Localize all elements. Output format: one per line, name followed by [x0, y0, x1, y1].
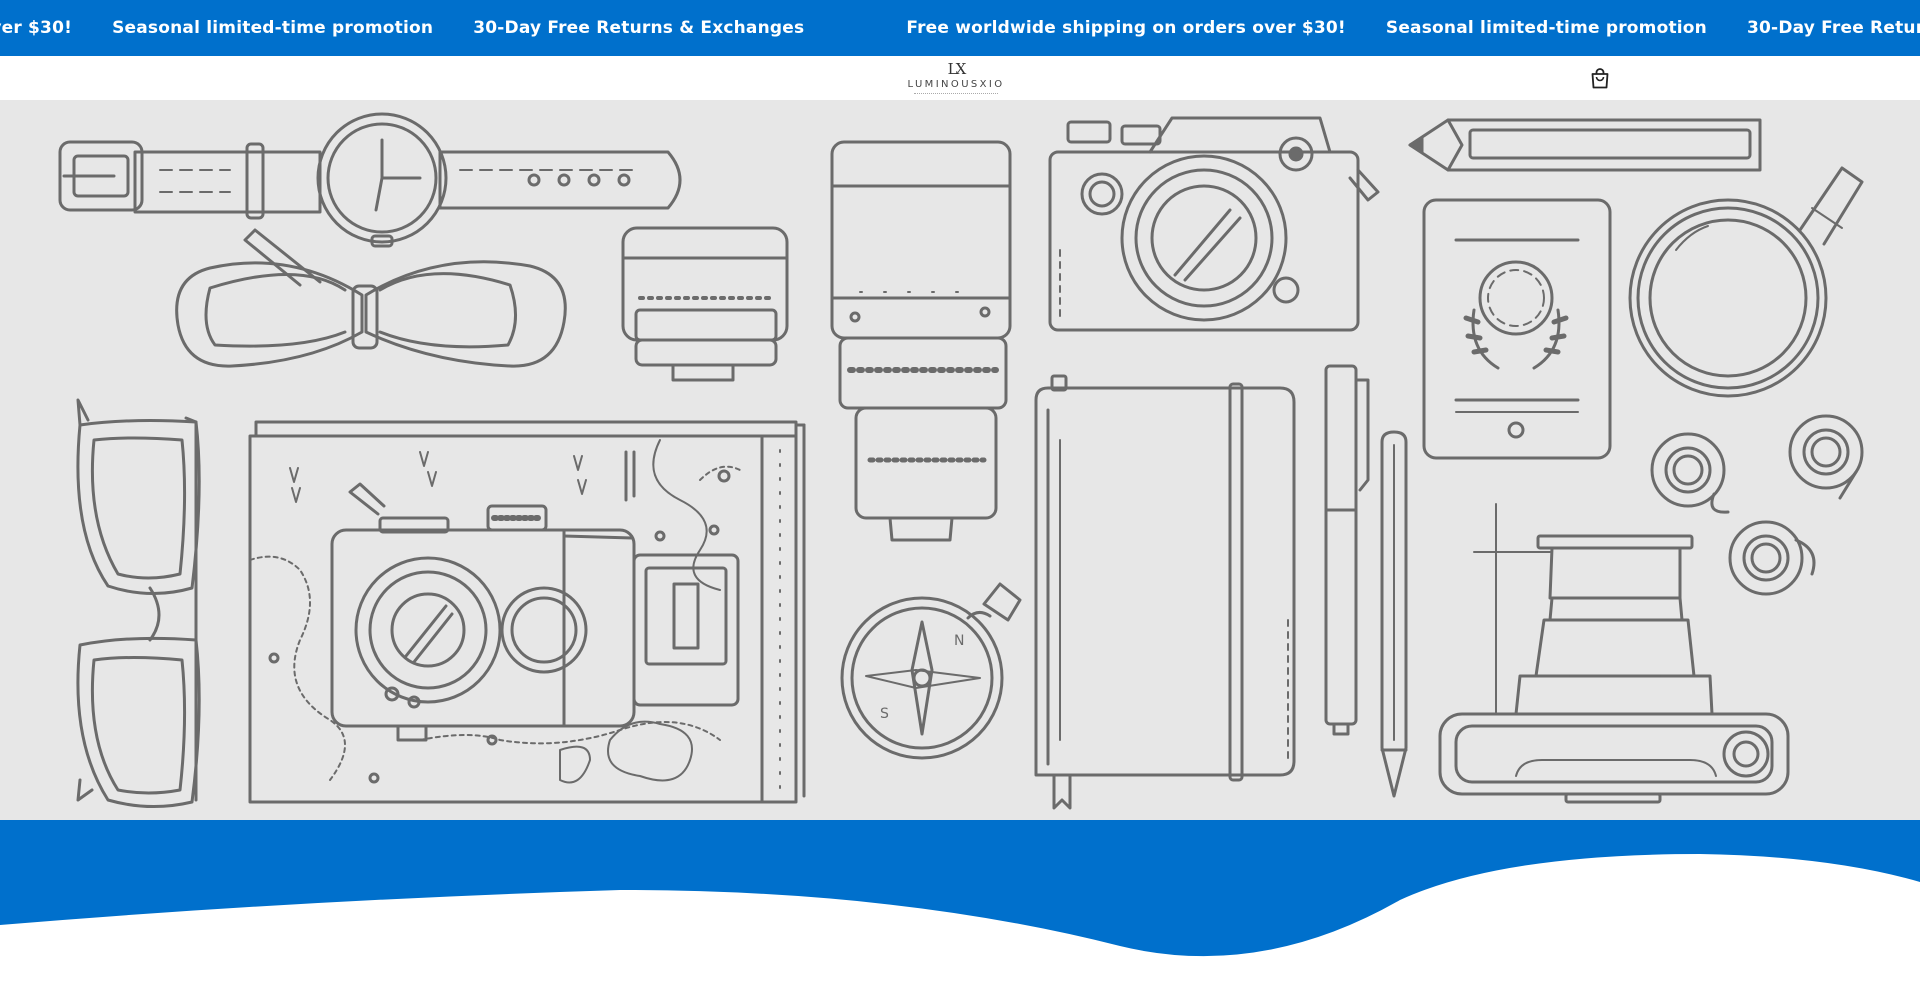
sunglasses-icon	[76, 398, 201, 808]
pencil-icon	[1408, 118, 1762, 172]
announcement-message: Seasonal limited-time promotion	[112, 18, 434, 38]
announcement-track: s over $30! Seasonal limited-time promot…	[0, 0, 1920, 56]
pen-icon	[1324, 364, 1370, 736]
svg-text:N: N	[954, 633, 964, 649]
logo-tagline-rule	[914, 93, 998, 95]
twin-lens-camera-icon	[330, 482, 740, 742]
magnifying-glass-icon	[1628, 166, 1864, 398]
announcement-bar: s over $30! Seasonal limited-time promot…	[0, 0, 1920, 56]
announcement-message: Free worldwide shipping on orders over $…	[906, 18, 1346, 38]
shopping-bag-icon	[1591, 68, 1609, 89]
announcement-message: 30-Day Free Returns & Exchanges	[473, 18, 805, 38]
cart-button[interactable]	[1588, 66, 1612, 90]
zoom-lens-icon	[830, 140, 1012, 542]
announcement-message: 30-Day Free Returns & Exchanges	[1747, 18, 1920, 38]
compass-icon: N S	[840, 582, 1022, 760]
site-header	[0, 56, 1920, 100]
instant-camera-icon	[1438, 503, 1790, 804]
map-icon	[248, 420, 806, 804]
site-logo[interactable]: LX LUMINOUSXIO	[906, 62, 1006, 98]
lens-cap-icon	[621, 226, 789, 382]
passport-icon	[1422, 198, 1612, 460]
hero-banner: N S	[0, 100, 1920, 820]
announcement-message: Seasonal limited-time promotion	[1385, 18, 1707, 38]
hero-illustration: N S	[58, 112, 1864, 810]
logo-mark: LX	[947, 60, 967, 78]
pencil-vertical-icon	[1380, 430, 1408, 798]
watch-icon	[58, 112, 682, 248]
logo-wordmark: LUMINOUSXIO	[907, 79, 1005, 90]
tape-rolls-icon	[1650, 414, 1864, 596]
notebook-icon	[1034, 374, 1296, 810]
wave-band	[0, 820, 1920, 993]
announcement-message: s over $30!	[0, 18, 73, 38]
camera-icon	[1048, 116, 1380, 332]
bow-tie-icon	[175, 228, 567, 368]
svg-text:S: S	[880, 706, 889, 722]
